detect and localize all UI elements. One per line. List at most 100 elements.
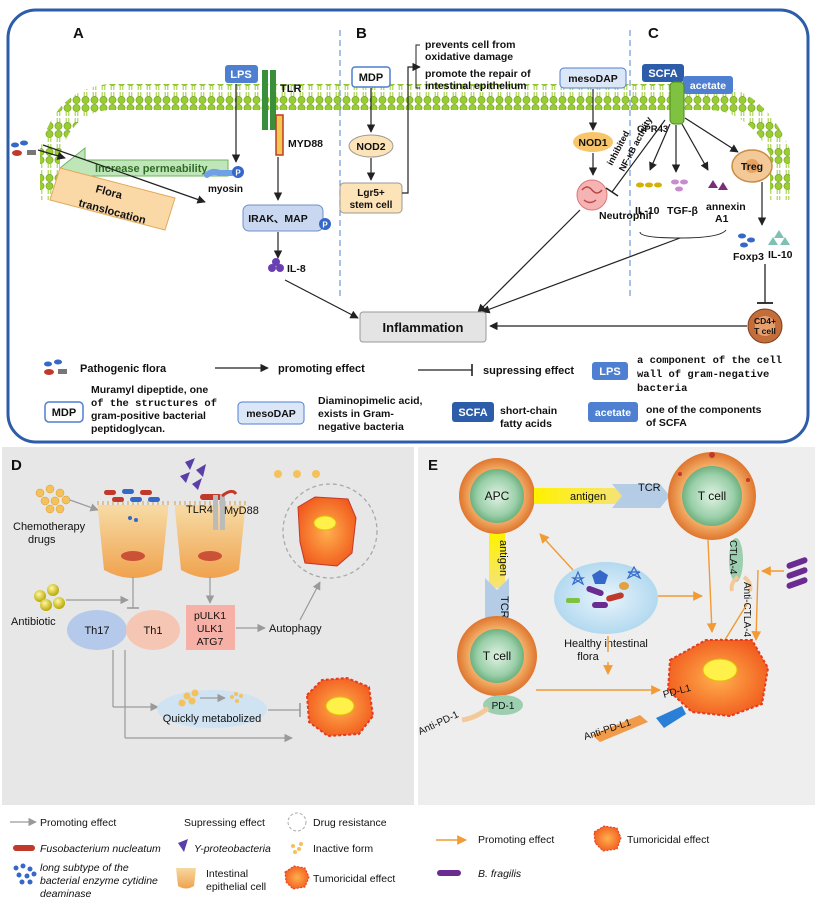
drug-resistance-circle xyxy=(282,483,378,579)
antibiotic-label: Antibiotic xyxy=(11,616,56,628)
myosin-shape xyxy=(204,168,235,178)
myd88-bar xyxy=(275,114,284,156)
svg-text:TCR: TCR xyxy=(498,596,510,619)
quickly-metabolized-dots-icon xyxy=(178,689,243,707)
svg-text:wall of gram-negative: wall of gram-negative xyxy=(637,369,769,381)
chemotherapy-label-1: Chemotherapy xyxy=(13,521,86,533)
th1-cell xyxy=(126,610,180,650)
tlr4-receptor xyxy=(213,489,238,530)
legend-b-fragilis-icon xyxy=(437,870,461,876)
myosin-phospho-icon xyxy=(232,166,244,178)
legend-epithelial-cell-icon xyxy=(176,868,196,889)
ctla4-receptor xyxy=(729,538,743,582)
il10-dots-icon xyxy=(636,182,662,188)
svg-text:ULK1: ULK1 xyxy=(197,623,223,635)
tumor-cell-d xyxy=(297,496,357,567)
healthy-flora-bacteria-icon xyxy=(566,565,642,608)
svg-text:epithelial cell: epithelial cell xyxy=(206,881,266,893)
svg-text:Muramyl dipeptide, one: Muramyl dipeptide, one xyxy=(91,384,208,396)
svg-text:bacterial enzyme cytidine: bacterial enzyme cytidine xyxy=(40,875,158,887)
b-fragilis-icon xyxy=(786,557,808,589)
svg-text:promote the repair of: promote the repair of xyxy=(425,68,531,80)
svg-text:PD-1: PD-1 xyxy=(492,701,515,712)
svg-text:SCFA: SCFA xyxy=(458,407,487,419)
svg-text:IRAK、MAP: IRAK、MAP xyxy=(248,213,308,225)
svg-text:exists in Gram-: exists in Gram- xyxy=(318,408,394,420)
antigen-bar-horizontal xyxy=(534,488,624,504)
inflammation-box xyxy=(359,311,487,343)
tcell-left xyxy=(457,616,537,696)
svg-text:TCR: TCR xyxy=(638,482,661,494)
svg-text:CTLA-4: CTLA-4 xyxy=(727,540,738,575)
legend-drug-resistance-icon xyxy=(287,812,307,832)
quickly-metabolized-bubble xyxy=(157,690,267,728)
quickly-metabolized-label: Quickly metabolized xyxy=(163,713,261,725)
fusobacterium-on-cell-icon xyxy=(200,494,222,500)
antigen-bar-vertical xyxy=(489,534,505,588)
tlr-label: TLR xyxy=(280,83,301,95)
tgfb-dots-icon xyxy=(671,179,688,192)
svg-text:Drug resistance: Drug resistance xyxy=(313,817,387,829)
antibiotic-icon xyxy=(34,584,65,611)
svg-text:stem cell: stem cell xyxy=(350,200,393,211)
svg-text:of SCFA: of SCFA xyxy=(646,417,687,429)
pathogenic-flora-icon xyxy=(11,140,36,156)
svg-text:Th17: Th17 xyxy=(84,625,109,637)
cd4-tcell-icon xyxy=(747,308,783,344)
scfa-box xyxy=(642,64,684,82)
inflammation-label: Inflammation xyxy=(383,320,464,335)
svg-text:acetate: acetate xyxy=(690,80,726,92)
tcell-top-label: T cell xyxy=(698,489,726,503)
y-proteobacteria-icon xyxy=(180,458,206,490)
legend-cytidine-deaminase-icon xyxy=(13,863,37,885)
legend-y-proteobacteria-icon xyxy=(178,839,188,852)
svg-text:a component of the cell: a component of the cell xyxy=(637,355,782,367)
svg-text:MDP: MDP xyxy=(359,72,383,84)
svg-text:Intestinal: Intestinal xyxy=(206,868,248,880)
svg-text:acetate: acetate xyxy=(595,407,631,419)
mesodap-box xyxy=(559,67,627,89)
epithelial-cell-right xyxy=(174,501,246,578)
apc-label: APC xyxy=(485,489,510,503)
svg-text:LPS: LPS xyxy=(599,366,620,378)
svg-text:annexin: annexin xyxy=(706,201,746,213)
increase-permeability-label: Increase permeability xyxy=(95,163,208,175)
panel-letter-d: D xyxy=(11,457,22,474)
svg-text:antigen: antigen xyxy=(497,540,509,576)
svg-text:mesoDAP: mesoDAP xyxy=(246,408,296,420)
legend-d-background xyxy=(2,805,414,907)
legend-lps-box xyxy=(592,362,628,380)
irak-phospho-icon xyxy=(319,218,331,230)
legend-e-background xyxy=(418,805,815,907)
svg-text:long subtype of the: long subtype of the xyxy=(40,862,129,874)
svg-text:MDP: MDP xyxy=(52,407,76,419)
svg-text:Tumoricidal effect: Tumoricidal effect xyxy=(313,873,395,885)
svg-text:supressing effect: supressing effect xyxy=(483,365,574,377)
legend-scfa-box xyxy=(452,402,494,422)
svg-text:Diaminopimelic acid,: Diaminopimelic acid, xyxy=(318,395,423,407)
svg-text:P: P xyxy=(322,221,328,230)
legend-mesodap-box xyxy=(237,401,305,425)
il10-triangles-icon xyxy=(768,230,790,245)
legend-acetate-box xyxy=(588,402,638,422)
anti-pdl1-antibody xyxy=(592,715,648,742)
gpr43-receptor xyxy=(669,81,685,125)
svg-text:Th1: Th1 xyxy=(144,625,163,637)
svg-text:peptidoglycan.: peptidoglycan. xyxy=(91,423,165,435)
panel-letter-c: C xyxy=(648,25,659,42)
svg-text:IL-10: IL-10 xyxy=(768,249,793,261)
chemotherapy-label-2: drugs xyxy=(28,534,56,546)
svg-text:Anti-CTLA-4: Anti-CTLA-4 xyxy=(741,582,752,637)
myd88-d-label: MyD88 xyxy=(224,505,259,517)
legend-pathogenic-flora-icon xyxy=(44,359,67,375)
svg-text:NOD2: NOD2 xyxy=(356,141,385,153)
tlr-receptor-left xyxy=(262,70,268,130)
svg-text:mesoDAP: mesoDAP xyxy=(568,73,618,85)
irak-map-box xyxy=(242,204,324,232)
translocation-arrow xyxy=(42,144,206,204)
svg-text:short-chain: short-chain xyxy=(500,405,557,417)
legend-e-tumoricidal-icon xyxy=(593,825,622,852)
svg-text:ATG7: ATG7 xyxy=(197,636,224,648)
mdp-box xyxy=(351,66,391,88)
